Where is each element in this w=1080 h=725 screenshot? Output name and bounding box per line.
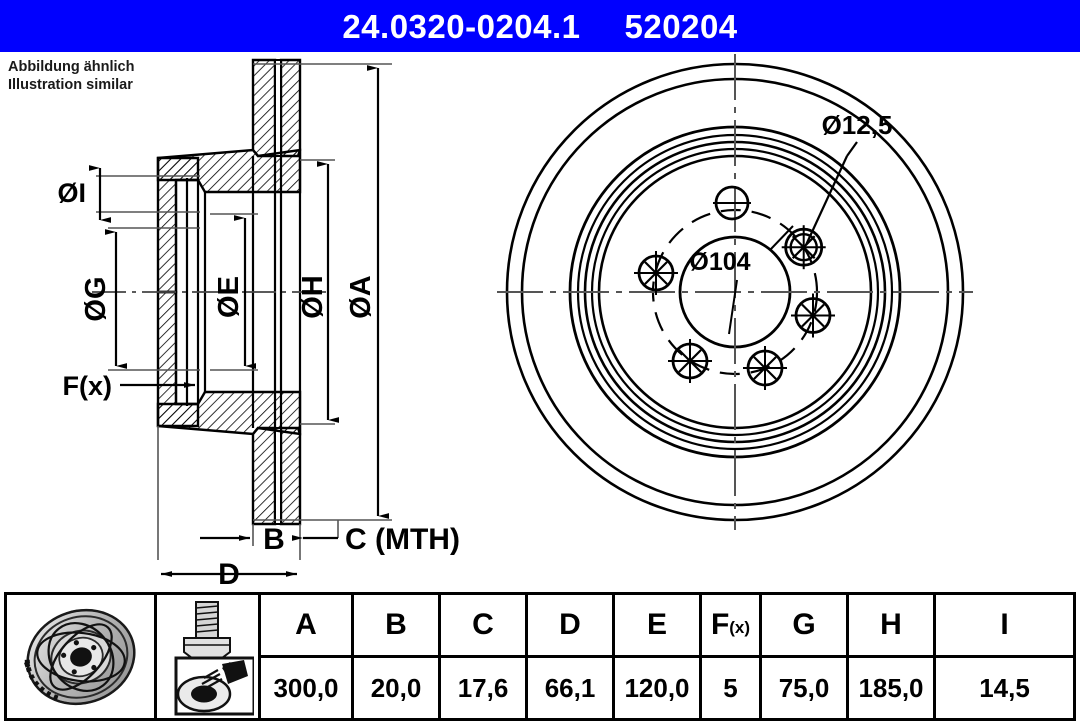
table-value-G: 75,0 bbox=[778, 672, 830, 703]
table-column-A: A 300,0 bbox=[261, 595, 354, 718]
table-column-G: G 75,0 bbox=[762, 595, 849, 718]
table-header-F: F(x) bbox=[702, 595, 759, 658]
label-dia-H: ØH bbox=[297, 275, 329, 319]
label-dia-I: ØI bbox=[57, 178, 86, 208]
bolt-hole bbox=[634, 251, 678, 295]
locating-hole bbox=[713, 185, 751, 221]
table-header-C: C bbox=[441, 595, 525, 658]
table-header-F-letter: F bbox=[710, 608, 730, 641]
table-value-A: 300,0 bbox=[273, 672, 339, 703]
section-hub-flange-upper bbox=[156, 156, 200, 294]
dimension-dia-A: ØA bbox=[253, 63, 392, 521]
table-column-F: F(x) 5 bbox=[702, 595, 762, 718]
brake-disc-glyph bbox=[23, 608, 136, 705]
table-column-E: E 120,0 bbox=[615, 595, 702, 718]
table-cell-disc-icon bbox=[7, 595, 157, 718]
label-hole-dia: Ø12,5 bbox=[822, 110, 893, 140]
bolt-spray-glyph bbox=[174, 600, 254, 715]
article-number: 520204 bbox=[624, 7, 738, 45]
table-value-H: 185,0 bbox=[858, 672, 924, 703]
part-number: 24.0320-0204.1 bbox=[342, 7, 581, 45]
dimension-dia-E: ØE bbox=[210, 213, 258, 371]
brake-disc-icon bbox=[7, 595, 154, 718]
label-F: F(x) bbox=[63, 371, 113, 401]
table-column-D: D 66,1 bbox=[528, 595, 615, 718]
table-column-B: B 20,0 bbox=[354, 595, 441, 718]
dimension-dia-G: ØG bbox=[80, 227, 200, 371]
spray-panel-icon bbox=[174, 656, 254, 715]
table-value-I: 14,5 bbox=[979, 672, 1030, 703]
header-bar: 24.0320-0204.1 520204 bbox=[0, 0, 1080, 52]
table-header-A: A bbox=[261, 595, 351, 658]
table-value-E: 120,0 bbox=[624, 672, 690, 703]
table-header-G: G bbox=[762, 595, 846, 658]
label-B: B bbox=[263, 523, 285, 556]
label-dia-A: ØA bbox=[345, 275, 377, 319]
section-hub-flange-lower bbox=[156, 290, 200, 428]
bolt-spray-icon bbox=[157, 595, 258, 718]
table-header-I: I bbox=[936, 595, 1073, 658]
disc-cross-section bbox=[92, 58, 330, 526]
table-value-C: 17,6 bbox=[457, 672, 509, 703]
note-line-de: Abbildung ähnlich bbox=[8, 59, 135, 75]
table-column-C: C 17,6 bbox=[441, 595, 528, 718]
label-dia-G: ØG bbox=[80, 276, 112, 321]
bolt-hole bbox=[743, 346, 787, 390]
table-value-F: 5 bbox=[723, 672, 738, 703]
note-line-en: Illustration similar bbox=[8, 77, 133, 94]
illustration-note: Abbildung ähnlich Illustration similar bbox=[8, 58, 134, 94]
dimension-dia-H: ØH bbox=[297, 159, 339, 425]
label-D: D bbox=[218, 558, 240, 587]
label-bolt-circle: Ø104 bbox=[689, 248, 750, 276]
drawing-canvas: ØI ØG ØE ØH ØA bbox=[57, 54, 973, 587]
table-column-I: I 14,5 bbox=[936, 595, 1073, 718]
specification-table: A 300,0 B 20,0 C 17,6 D 66,1 E 120,0 F(x… bbox=[4, 592, 1076, 721]
bolt-hole bbox=[791, 293, 835, 338]
leader-bolt-circle bbox=[728, 225, 794, 335]
dimension-bottom-group: B C (MTH) D bbox=[157, 426, 460, 587]
table-value-D: 66,1 bbox=[544, 672, 596, 703]
bolt-hole bbox=[781, 225, 826, 270]
label-C: C (MTH) bbox=[345, 523, 460, 556]
table-header-H: H bbox=[849, 595, 933, 658]
disc-face-view: Ø12,5 Ø104 bbox=[497, 54, 973, 530]
bolt-hole-group bbox=[634, 225, 835, 390]
table-header-E: E bbox=[615, 595, 699, 658]
hex-bolt-icon bbox=[182, 600, 231, 659]
table-header-D: D bbox=[528, 595, 612, 658]
dimension-dia-I: ØI bbox=[57, 165, 200, 223]
table-header-B: B bbox=[354, 595, 438, 658]
bolt-hole bbox=[668, 339, 712, 383]
technical-drawing: ØI ØG ØE ØH ØA bbox=[0, 52, 1080, 587]
table-cell-bolt-icon bbox=[157, 595, 261, 718]
leader-hole-dia bbox=[805, 141, 858, 246]
label-dia-E: ØE bbox=[213, 276, 245, 318]
table-header-F-sub: (x) bbox=[729, 618, 751, 637]
table-column-H: H 185,0 bbox=[849, 595, 936, 718]
dimension-F: F(x) bbox=[63, 371, 195, 401]
table-value-B: 20,0 bbox=[370, 672, 422, 703]
